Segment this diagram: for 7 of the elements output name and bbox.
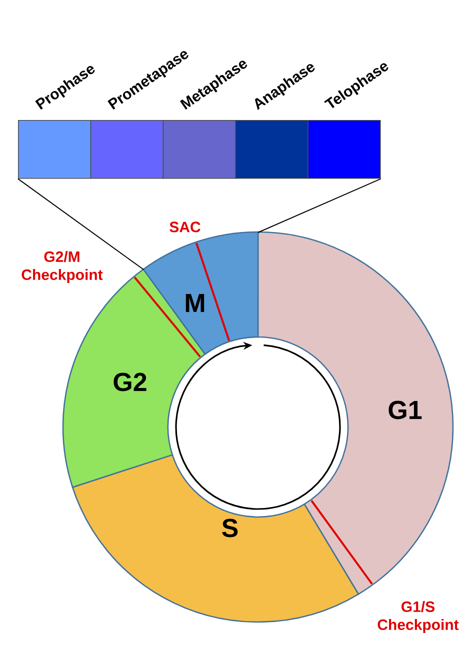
zoom-line [258, 178, 382, 233]
checkpoint-label: SAC [170, 222, 200, 232]
zoom-line [18, 178, 144, 270]
checkpoint-label: G1/S Checkpoint [378, 601, 459, 633]
ring-segment: G1 [257, 231, 454, 595]
ring-segment: M [142, 231, 259, 355]
ring-segment: S [72, 454, 360, 623]
